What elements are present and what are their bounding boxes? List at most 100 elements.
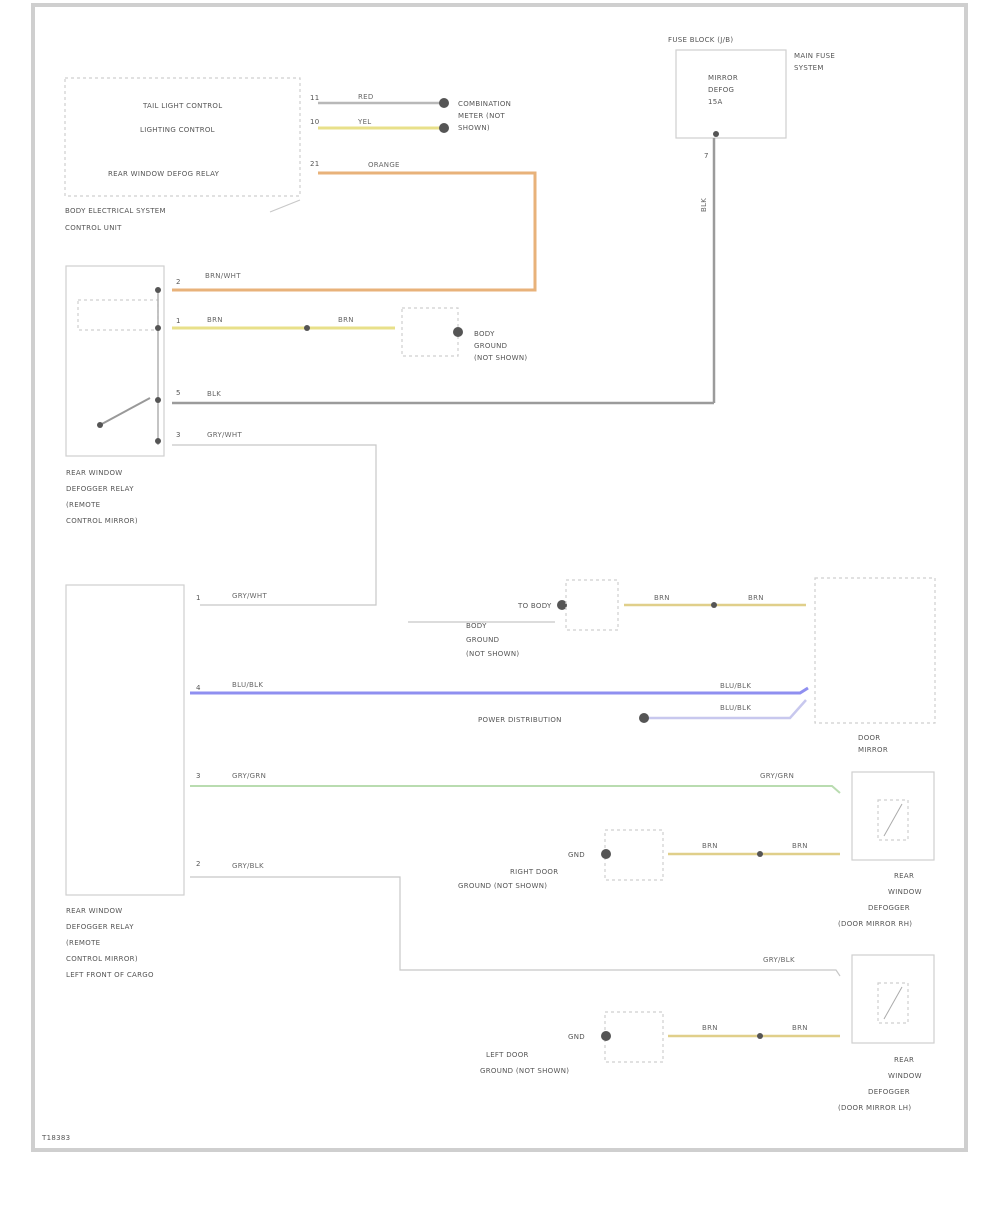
relay-name-3: (REMOTE — [66, 501, 100, 509]
wire-label-gray-l-a: GRY/BLK — [232, 862, 264, 870]
fuse-block: FUSE BLOCK (J/B) MIRROR DEFOG 15A MAIN F… — [668, 36, 835, 139]
ground-top-2: GROUND — [474, 342, 507, 350]
blue-wire — [190, 686, 809, 695]
tail-light-control-label: TAIL LIGHT CONTROL — [142, 102, 222, 110]
ground-connector — [401, 307, 459, 357]
door-mirror-name-2: MIRROR — [858, 746, 888, 754]
wire-label-blue-c: BLU/BLK — [720, 704, 751, 712]
ground-top-3: (NOT SHOWN) — [474, 354, 527, 362]
wire-label-tan-r-b: BRN — [792, 842, 808, 850]
pin-number: 1 — [196, 594, 201, 602]
switch-module-name-1: REAR WINDOW — [66, 907, 123, 915]
combination-meter-label-2: METER (NOT — [458, 112, 505, 120]
splice-dot — [304, 325, 310, 331]
leader-line — [269, 199, 301, 213]
power-dot — [639, 713, 649, 723]
pin-number: 21 — [310, 160, 320, 168]
pin-number: 4 — [196, 684, 201, 692]
wire-label-tan-l-b: BRN — [792, 1024, 808, 1032]
pin-number: 11 — [310, 94, 320, 102]
ground-top-1: BODY — [474, 330, 495, 338]
orange-wire — [172, 171, 537, 292]
pin-number: 2 — [196, 860, 201, 868]
lh-ground-small: GND — [568, 1033, 585, 1041]
ground-mid-1: BODY — [466, 622, 487, 630]
pin-number: 10 — [310, 118, 320, 126]
fuse-block-box — [675, 49, 787, 139]
wire-label-tan-a: BRN — [654, 594, 670, 602]
module-outline — [64, 77, 301, 197]
wire-label-tan-r-a: BRN — [702, 842, 718, 850]
wire-label-mid-a: BRN — [207, 316, 223, 324]
ground-dot — [601, 1031, 611, 1041]
connector-dot — [155, 397, 161, 403]
ground-mid-3: (NOT SHOWN) — [466, 650, 519, 658]
wire-label-gray-in: GRY/WHT — [232, 592, 267, 600]
rh-mirror-4: (DOOR MIRROR RH) — [838, 920, 912, 928]
pin-number: 5 — [176, 389, 181, 397]
relay-name-2: DEFOGGER RELAY — [66, 485, 134, 493]
pin-number: 7 — [704, 152, 709, 160]
combination-meter-label-3: SHOWN) — [458, 124, 490, 132]
wire-label-blue-a: BLU/BLK — [232, 681, 263, 689]
gray-black-wire — [190, 876, 841, 977]
splice-dot — [757, 851, 763, 857]
lh-mirror-box — [851, 954, 935, 1044]
fuse-line-2: DEFOG — [708, 86, 734, 94]
splice-dot — [711, 602, 717, 608]
defogger-switch-module: 1 4 3 2 REAR WINDOW DEFOGGER RELAY (REMO… — [65, 584, 201, 979]
combination-meter-label-1: COMBINATION — [458, 100, 511, 108]
lh-ground-connector — [604, 1011, 664, 1063]
switch-module-name-5: LEFT FRONT OF CARGO — [66, 971, 154, 979]
pin-number: 2 — [176, 278, 181, 286]
rh-mirror-defogger: REAR WINDOW DEFOGGER (DOOR MIRROR RH) — [838, 771, 935, 928]
connector-dot — [439, 98, 449, 108]
connector-dot — [439, 123, 449, 133]
door-mirror-unit: DOOR MIRROR — [814, 577, 936, 754]
rh-ground-small: GND — [568, 851, 585, 859]
wire-label-yellow: YEL — [357, 118, 372, 126]
module-name-line-2: CONTROL UNIT — [65, 224, 122, 232]
pin-number: 3 — [196, 772, 201, 780]
lh-mirror-2: WINDOW — [888, 1072, 922, 1080]
rear-defog-relay-label: REAR WINDOW DEFOG RELAY — [108, 170, 220, 178]
lh-ground-2: GROUND (NOT SHOWN) — [480, 1067, 569, 1075]
relay-box — [65, 265, 165, 457]
lighting-control-label: LIGHTING CONTROL — [140, 126, 215, 134]
connector-dot — [713, 131, 719, 137]
blue-secondary-wire — [640, 699, 807, 720]
rh-mirror-box — [851, 771, 935, 861]
rh-mirror-1: REAR — [894, 872, 914, 880]
splice-dot — [757, 1033, 763, 1039]
rh-ground-1: RIGHT DOOR — [510, 868, 558, 876]
relay-coil-box — [77, 299, 159, 331]
relay-switch-arm — [99, 397, 151, 426]
lh-mirror-4: (DOOR MIRROR LH) — [838, 1104, 911, 1112]
switch-module-box — [65, 584, 185, 896]
rh-mirror-3: DEFOGGER — [868, 904, 910, 912]
relay-pivot — [97, 422, 103, 428]
wire-label-tan-l-a: BRN — [702, 1024, 718, 1032]
door-mirror-box — [814, 577, 936, 724]
wire-label-red: RED — [358, 93, 374, 101]
ground-mid-arrow: TO BODY — [517, 602, 552, 610]
power-distribution-label: POWER DISTRIBUTION — [478, 716, 562, 724]
wire-label-green-a: GRY/GRN — [232, 772, 266, 780]
outer-frame — [31, 3, 968, 1152]
relay-name-1: REAR WINDOW — [66, 469, 123, 477]
gray-link-wire — [172, 444, 377, 606]
switch-module-name-4: CONTROL MIRROR) — [66, 955, 138, 963]
door-mirror-name-1: DOOR — [858, 734, 880, 742]
main-fuse-label-1: MAIN FUSE — [794, 52, 835, 60]
rh-heater-diag — [883, 803, 903, 837]
rh-ground-2: GROUND (NOT SHOWN) — [458, 882, 547, 890]
rh-heater-element — [877, 799, 909, 841]
lh-ground-1: LEFT DOOR — [486, 1051, 529, 1059]
ground-dot — [557, 600, 567, 610]
wire-label-brown-white: BRN/WHT — [205, 272, 241, 280]
ground-mid-2: GROUND — [466, 636, 499, 644]
pin-number: 3 — [176, 431, 181, 439]
lh-heater-element — [877, 982, 909, 1024]
lh-heater-diag — [883, 986, 903, 1020]
connector-dot — [155, 325, 161, 331]
